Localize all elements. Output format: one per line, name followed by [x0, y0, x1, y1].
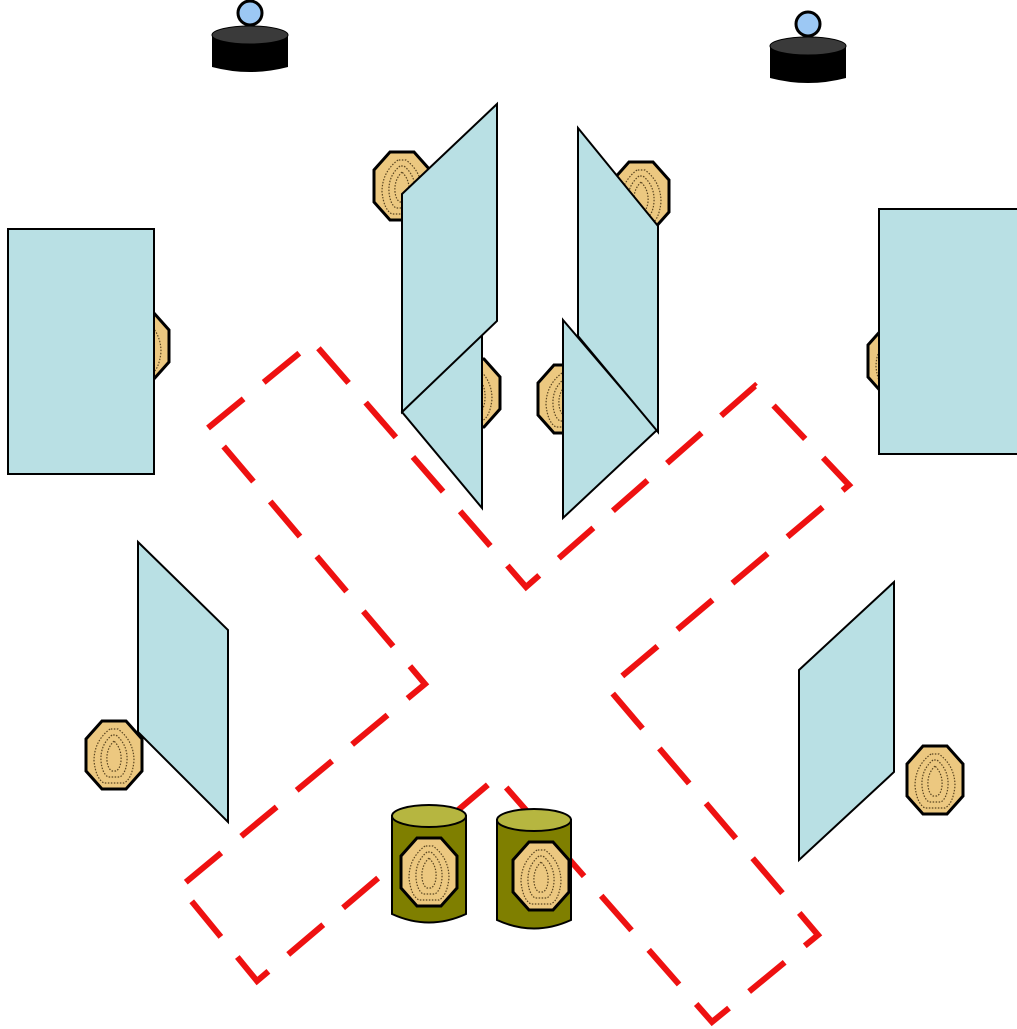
- camera-left: [210, 0, 290, 74]
- lane-outline-x: [175, 337, 854, 1027]
- target-barrel-right: [511, 840, 571, 912]
- panel-center-right-upper: [577, 125, 659, 435]
- barrel-left: [391, 804, 467, 924]
- panel-center-left-upper: [401, 101, 498, 415]
- target-lower-right: [905, 744, 965, 816]
- target-barrel-left: [399, 836, 459, 908]
- target-lower-left: [84, 719, 144, 791]
- security-camera-icon: [210, 0, 290, 74]
- panel-lower-left: [137, 539, 229, 825]
- camera-right: [768, 10, 848, 85]
- security-camera-icon: [768, 10, 848, 85]
- barrel-right: [496, 808, 572, 930]
- panel-right-block: [878, 208, 1017, 455]
- panel-left-block: [7, 228, 155, 475]
- panel-lower-right: [798, 579, 895, 863]
